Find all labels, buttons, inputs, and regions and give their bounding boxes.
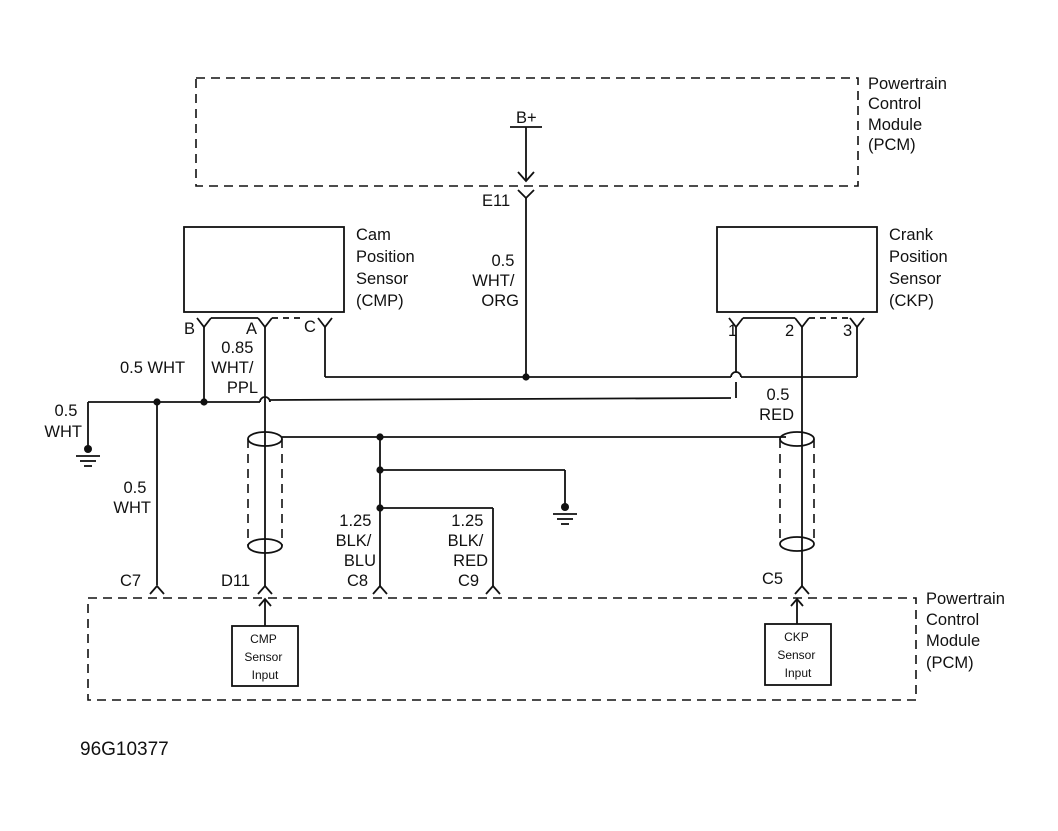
e11-connector-label: E11 (482, 192, 510, 210)
cmp-b-wire-label: 0.5 WHT (120, 359, 185, 377)
ckp-input-arrow (790, 597, 804, 624)
cmp-signal-wire (257, 327, 273, 595)
supply-junction-dot (522, 373, 530, 381)
supply-wire-label: 0.5 WHT/ ORG (472, 252, 519, 310)
ckp-sensor-box (716, 226, 878, 313)
pcm-top-label: Powertrain Control Module (PCM) (868, 75, 951, 154)
supply-bus-wire (324, 327, 858, 378)
b-plus-label: B+ (516, 109, 537, 127)
c7-connector-label: C7 (120, 572, 141, 590)
c8-connector-label: C8 (347, 572, 368, 590)
ground-left-wire-label: 0.5 WHT (44, 402, 82, 441)
return-wire (87, 327, 737, 595)
c9-wire-label: 1.25 BLK/ RED (448, 512, 488, 570)
shield-junction-dot-1 (376, 433, 384, 441)
ckp-shield (779, 431, 815, 552)
cmp-sensor-input-label: CMP Sensor Input (244, 632, 285, 682)
d11-connector-label: D11 (221, 572, 250, 590)
cmp-pin-b-label: B (184, 320, 195, 338)
ckp-2-wire-label: 0.5 RED (759, 386, 794, 424)
ground-center-icon (553, 503, 577, 525)
cmp-pin-c-label: C (304, 318, 316, 336)
ground-left-icon (76, 445, 100, 467)
shield-junction-dot-3 (376, 504, 384, 512)
pcm-top-outline (195, 77, 859, 187)
c9-connector-label: C9 (458, 572, 479, 590)
cmp-pin-a-label: A (246, 320, 257, 338)
figure-id: 96G10377 (80, 739, 169, 760)
cmp-sensor-input-box (231, 625, 299, 687)
ckp-sensor-input-box (764, 623, 832, 686)
cmp-shield (247, 431, 283, 554)
cmp-input-arrow (258, 597, 272, 626)
c5-connector-label: C5 (762, 570, 783, 588)
pcm-bottom-label: Powertrain Control Module (PCM) (926, 590, 1009, 672)
ckp-pin-2-label: 2 (785, 322, 794, 340)
cmp-a-wire-label: 0.85 WHT/ PPL (211, 339, 258, 397)
pcm-bottom-outline (87, 597, 917, 701)
return-junction-dot-1 (153, 398, 161, 406)
return-junction-dot-2 (200, 398, 208, 406)
b-plus-supply (510, 126, 542, 377)
c7-wire-label: 0.5 WHT (113, 479, 151, 517)
ckp-signal-wire (794, 377, 810, 595)
c8-wire-label: 1.25 BLK/ BLU (336, 512, 376, 570)
ckp-pin-1-label: 1 (728, 322, 737, 340)
ckp-sensor-input-label: CKP Sensor Input (777, 630, 818, 680)
cmp-sensor-label: Cam Position Sensor (CMP) (356, 226, 419, 310)
ckp-pin-3-label: 3 (843, 322, 852, 340)
cmp-sensor-box (183, 226, 345, 313)
ckp-sensor-label: Crank Position Sensor (CKP) (889, 226, 952, 310)
shield-junction-dot-2 (376, 466, 384, 474)
